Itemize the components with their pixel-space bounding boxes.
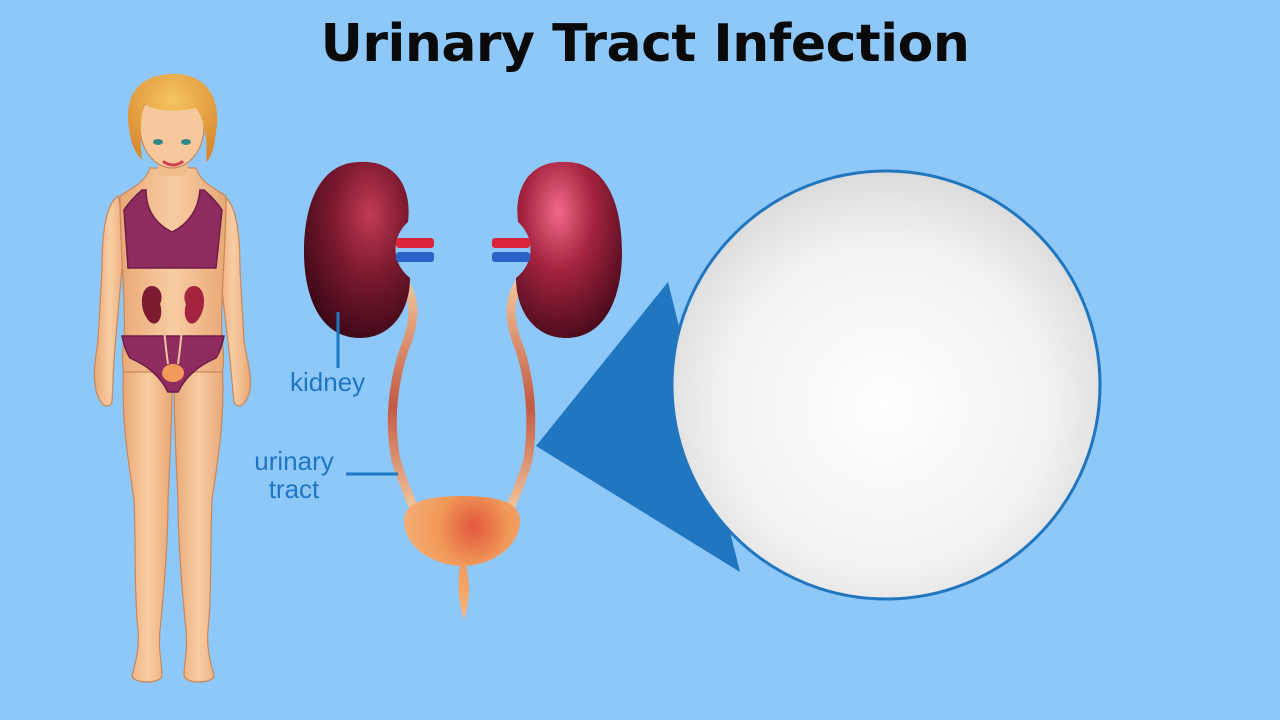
ureter-right — [505, 277, 536, 513]
top-garment — [123, 189, 223, 269]
artery-right — [492, 238, 530, 248]
urinary-system — [304, 161, 622, 620]
right-leg — [173, 359, 224, 683]
page-title: Urinary Tract Infection — [320, 14, 970, 74]
kidney-label: kidney — [290, 367, 366, 397]
body-ureters — [161, 305, 185, 365]
mouth — [162, 160, 184, 167]
body-kidney-right — [184, 286, 205, 324]
kidney-left — [304, 161, 410, 338]
ureter-left — [387, 277, 419, 513]
urinary-tract-label-line1: urinary — [254, 446, 334, 476]
right-eye — [181, 139, 191, 145]
urinary-tract-label: urinary tract — [246, 447, 342, 503]
body-kidney-left — [141, 286, 162, 324]
left-eye — [153, 139, 163, 145]
vein-left — [396, 252, 434, 262]
callout-bubble — [670, 169, 1102, 601]
callout-pointer — [536, 282, 740, 572]
left-leg — [122, 359, 173, 683]
kidney-right — [516, 161, 622, 338]
hair — [127, 73, 218, 162]
body-bladder — [162, 364, 184, 382]
bladder — [404, 496, 520, 620]
artery-left — [396, 238, 434, 248]
vein-right — [492, 252, 530, 262]
woman-figure — [93, 73, 251, 683]
urinary-tract-label-line2: tract — [268, 474, 320, 504]
left-arm — [93, 194, 127, 407]
callout — [536, 169, 1102, 601]
